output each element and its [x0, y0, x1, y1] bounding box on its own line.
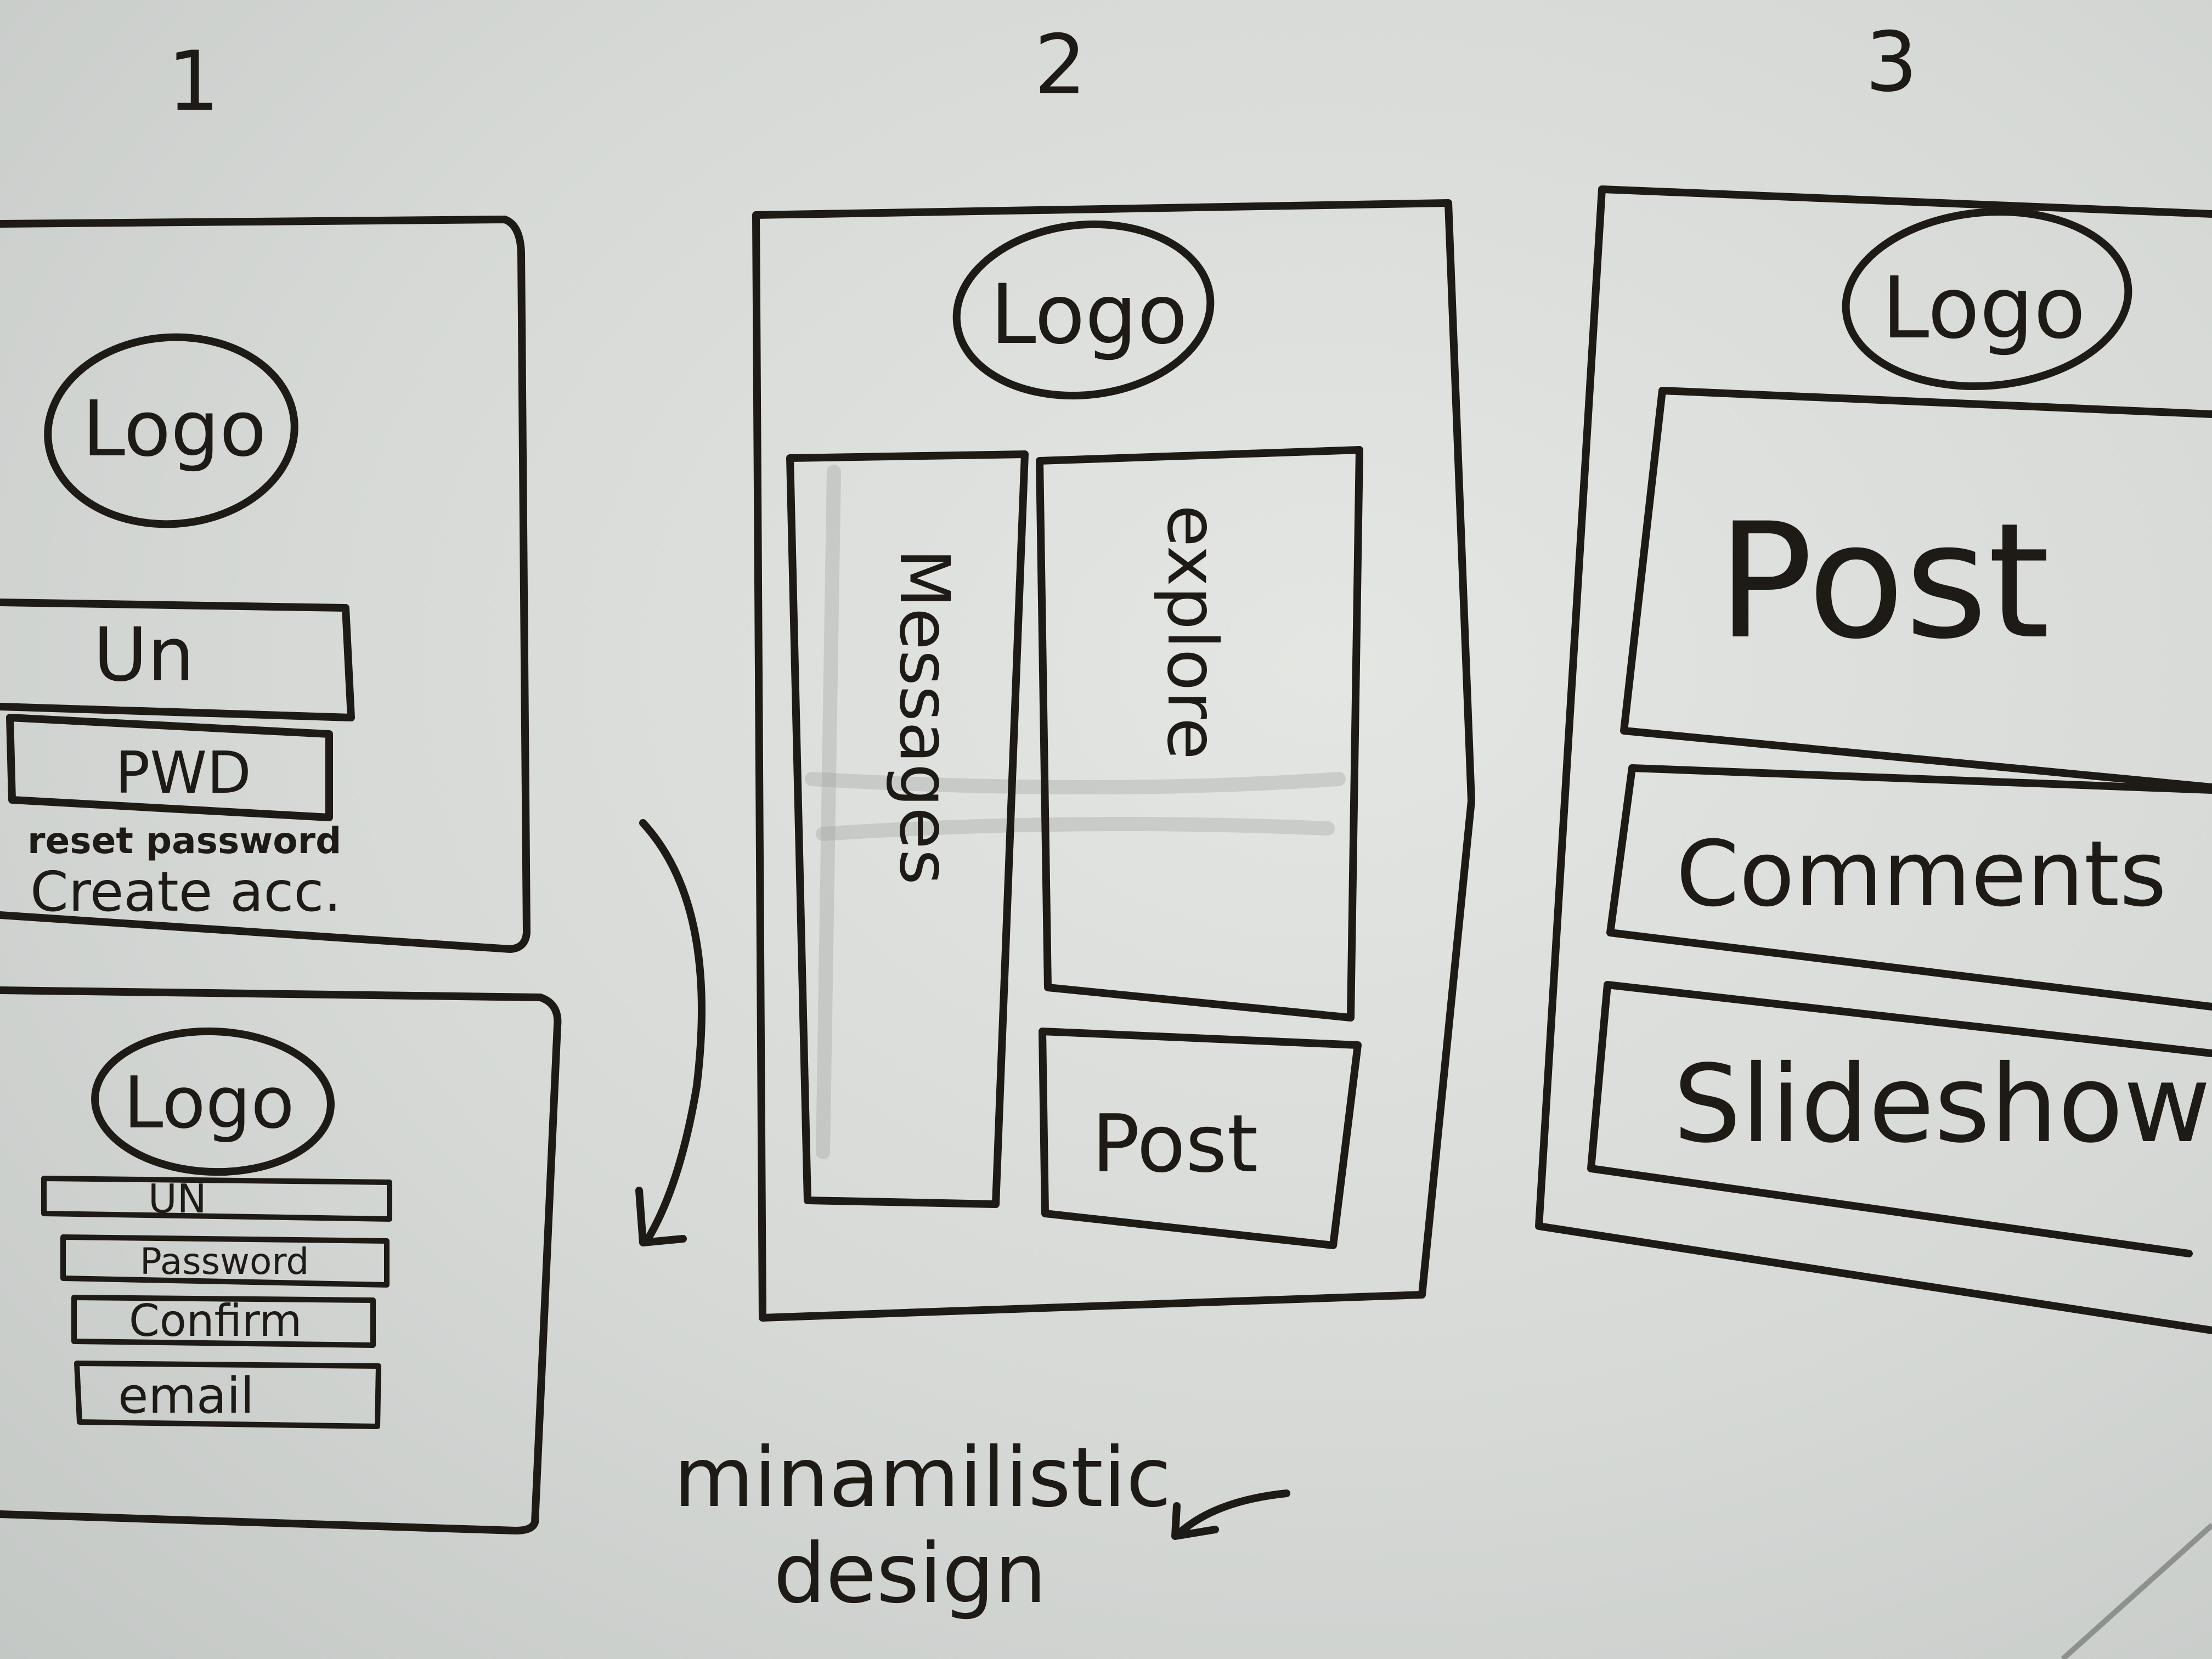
home-screen-frame [752, 199, 1475, 1322]
signup-email-label: email [118, 1367, 254, 1425]
login-password-field[interactable]: PWD [6, 714, 333, 821]
signup-screen-frame [0, 986, 562, 1534]
flow-arrow [635, 819, 706, 1246]
screen-2-number: 2 [1034, 18, 1086, 113]
login-create-account-link[interactable]: Create acc. [30, 860, 341, 924]
login-screen-frame [0, 216, 531, 953]
signup-confirm-field[interactable]: Confirm [71, 1295, 376, 1348]
slideshow-area[interactable]: Slideshow [1587, 981, 2212, 1257]
post-content-label: Post [1717, 489, 2050, 674]
signup-username-field[interactable]: UN [41, 1176, 392, 1222]
login-logo-label: Logo [82, 385, 267, 474]
signup-password-label: Password [140, 1240, 309, 1283]
messages-panel[interactable]: Messages [786, 450, 1029, 1208]
post-screen-logo-label: Logo [1882, 258, 2086, 358]
post-content-area: Post [1620, 387, 2212, 791]
post-button-label: Post [1092, 1098, 1258, 1190]
slideshow-area-label: Slideshow [1673, 1042, 2211, 1166]
signup-password-field[interactable]: Password [60, 1234, 390, 1288]
signup-logo: Logo [91, 1027, 335, 1176]
messages-panel-label: Messages [884, 549, 964, 885]
annotation-line-2: design [774, 1526, 1047, 1622]
home-logo: Logo [952, 220, 1215, 400]
home-logo-label: Logo [990, 267, 1188, 363]
login-reset-password-link[interactable]: reset password [27, 820, 341, 862]
annotation-line-1: minamilistic [674, 1430, 1171, 1526]
login-password-label: PWD [115, 740, 251, 806]
signup-email-field[interactable]: email [74, 1361, 381, 1429]
signup-logo-label: Logo [123, 1061, 295, 1144]
login-username-label: Un [93, 612, 194, 698]
board-edge [2061, 1523, 2212, 1659]
post-screen-frame [1535, 185, 2212, 1334]
login-username-field[interactable]: Un [0, 599, 355, 721]
post-button[interactable]: Post [1039, 1028, 1362, 1249]
signup-confirm-label: Confirm [129, 1295, 302, 1346]
annotation-arrow [1171, 1489, 1290, 1540]
login-logo: Logo [44, 333, 298, 528]
explore-panel[interactable]: explore [1036, 446, 1363, 1022]
comments-area-label: Comments [1676, 821, 2166, 927]
post-screen-logo: Logo [1842, 208, 2132, 390]
explore-panel-label: explore [1152, 505, 1232, 760]
signup-username-label: UN [148, 1176, 207, 1222]
screen-3-number: 3 [1865, 15, 1917, 110]
screen-1-number: 1 [167, 34, 219, 129]
comments-area[interactable]: Comments [1606, 764, 2212, 1011]
